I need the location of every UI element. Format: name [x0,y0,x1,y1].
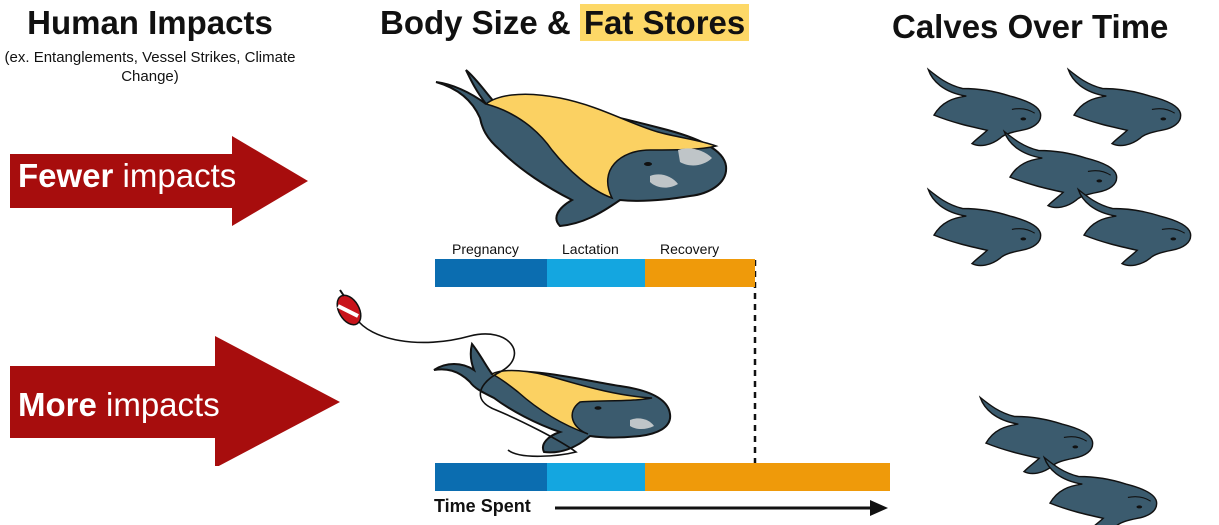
calf-icon [1004,132,1116,208]
recovery-segment-fewer [645,259,755,287]
lactation-segment-more [547,463,645,491]
lactation-label: Lactation [562,241,619,257]
time-arrowhead [870,500,888,516]
pregnancy-segment-more [435,463,547,491]
healthy-whale-icon [436,70,726,226]
calf-icon [980,398,1092,474]
lactation-segment-fewer [547,259,645,287]
calf-icon [928,190,1040,266]
recovery-label: Recovery [660,241,719,257]
pregnancy-segment-fewer [435,259,547,287]
pregnancy-label: Pregnancy [452,241,519,257]
calf-icon [1044,458,1156,525]
calf-icon [928,70,1040,146]
calf-icon [1068,70,1180,146]
calf-icon [1078,190,1190,266]
time-spent-label: Time Spent [434,496,531,517]
entangled-whale-icon [332,290,670,456]
recovery-segment-more [645,463,890,491]
